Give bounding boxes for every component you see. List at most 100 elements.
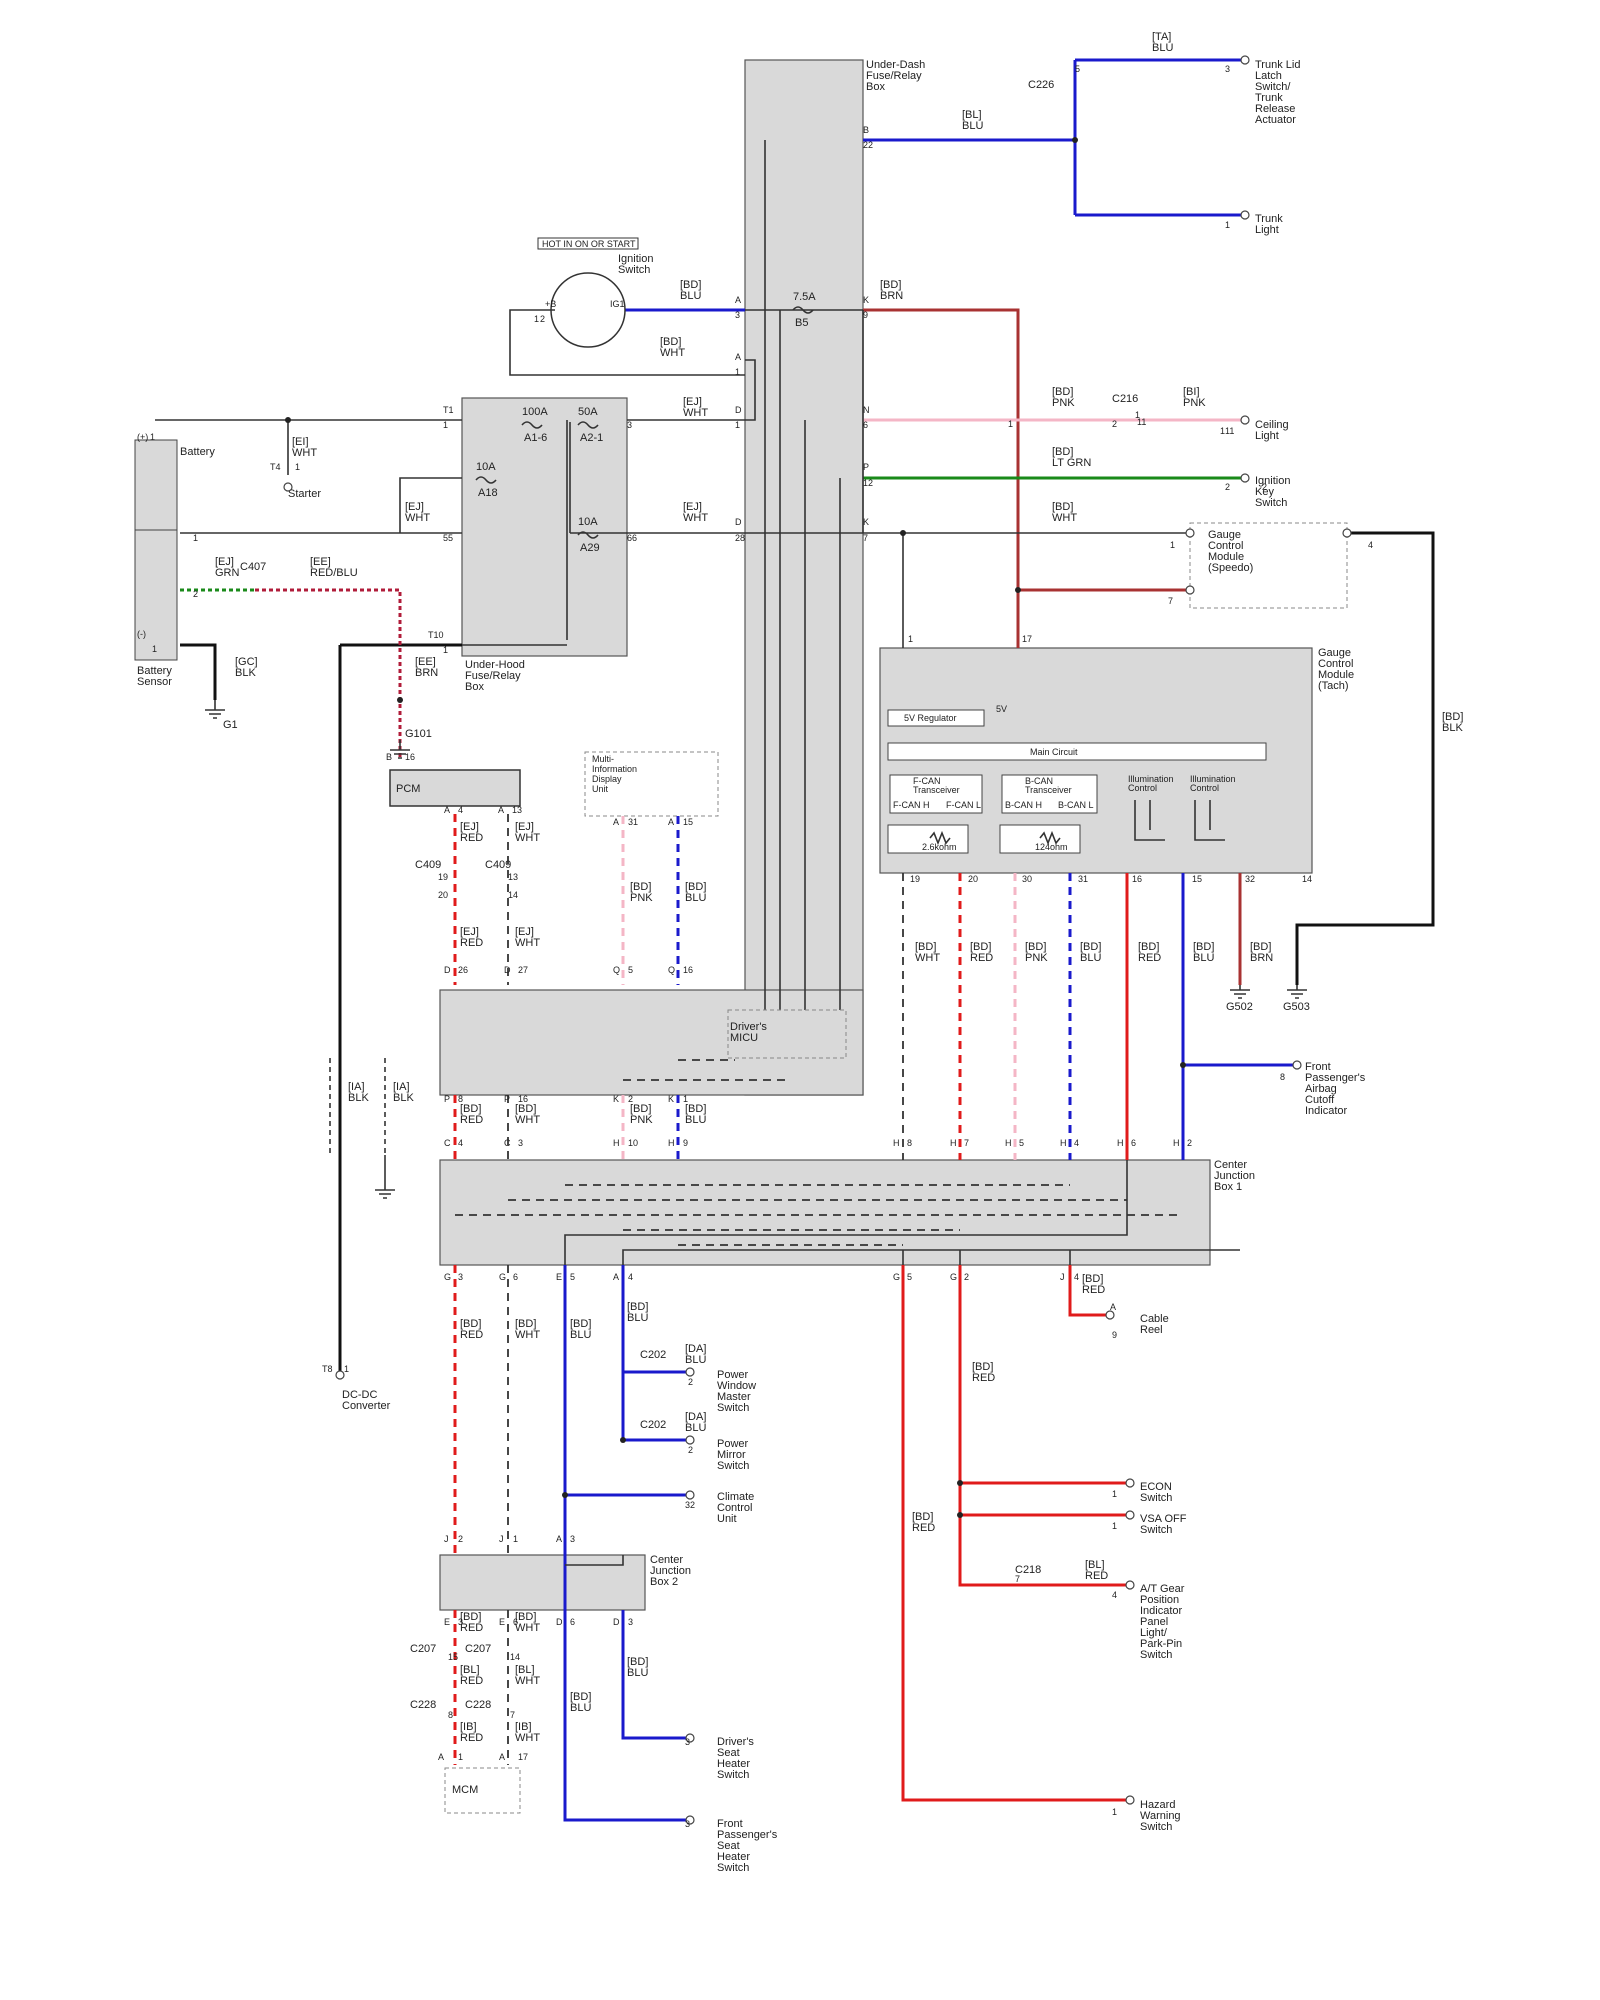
pin-label: (+) xyxy=(137,432,148,442)
pin-label: P xyxy=(504,1094,510,1104)
pin-label: 4 xyxy=(458,805,463,815)
pin-label: 1 xyxy=(1112,1807,1117,1817)
wire-blu-seat-heaters xyxy=(563,1610,690,1820)
pin-label: 1 xyxy=(1008,419,1013,429)
pin-label: G xyxy=(893,1272,900,1282)
wire-blk-ground xyxy=(180,643,462,1375)
econ-label: ECON Switch xyxy=(1140,1481,1175,1504)
pin-label: 20 xyxy=(438,890,448,900)
connector-id: C409 xyxy=(415,859,441,871)
wire-code-label: [BL] xyxy=(460,1664,480,1676)
wire-code-label: [IA] xyxy=(393,1081,410,1093)
wire-code-label: [DA] xyxy=(685,1343,706,1355)
pin-label: 2 xyxy=(193,589,198,599)
pin-label: K xyxy=(863,295,869,305)
connector-id: C202 xyxy=(640,1419,666,1431)
pin-label: D xyxy=(735,517,742,527)
pin-label: 7 xyxy=(863,533,868,543)
pin-label: 31 xyxy=(1078,874,1088,884)
wire-color-label: BLK xyxy=(348,1092,369,1104)
pin-label: 1 xyxy=(908,634,913,644)
battery-label: Battery xyxy=(180,446,215,458)
wire-color-label: BLU xyxy=(627,1312,648,1324)
pin-label: 4 xyxy=(628,1272,633,1282)
wire-blu-airbag xyxy=(1181,873,1297,1160)
wire-red-cable-reel xyxy=(1068,1265,1110,1317)
wire-code-label: [BD] xyxy=(1052,501,1073,513)
pin-label: 2 xyxy=(1225,482,1230,492)
pin-label: 1 xyxy=(152,644,157,654)
wire-red-hazard xyxy=(901,1265,1130,1802)
wire-code-label: [BD] xyxy=(1193,941,1214,953)
wire-color-label: WHT xyxy=(515,937,540,949)
wire-color-label: RED xyxy=(1138,952,1161,964)
dcdc-label: DC-DC Converter xyxy=(342,1389,391,1412)
wire-color-label: WHT xyxy=(915,952,940,964)
wire-color-label: BLU xyxy=(962,120,983,132)
wire-code-label: [BD] xyxy=(515,1611,536,1623)
bcan-l-pin: B-CAN L xyxy=(1058,800,1094,810)
pin-label: 3 xyxy=(685,1819,690,1829)
pin-label: 6 xyxy=(513,1272,518,1282)
wire-color-label: WHT xyxy=(515,1732,540,1744)
wire-color-label: BLK xyxy=(1442,722,1463,734)
wire-blk-g503 xyxy=(1295,531,1435,985)
wire-code-label: [BD] xyxy=(660,336,681,348)
ground-id: G1 xyxy=(223,719,238,731)
wire-code-label: [IA] xyxy=(348,1081,365,1093)
cjb1-label: Center Junction Box 1 xyxy=(1214,1159,1258,1193)
pin-label: C xyxy=(444,1138,451,1148)
wire-color-label: BLU xyxy=(570,1702,591,1714)
pin-label: 13 xyxy=(512,805,522,815)
fuse-id: A2-1 xyxy=(580,432,603,444)
pin-label: 1 xyxy=(1112,1489,1117,1499)
micu-label: Driver's MICU xyxy=(730,1021,770,1044)
fuse-symbol xyxy=(577,531,599,539)
pin-label: K xyxy=(668,1094,674,1104)
wire-code-label: [BL] xyxy=(962,109,982,121)
pin-label: A xyxy=(556,1534,562,1544)
bcan-h-pin: B-CAN H xyxy=(1005,800,1042,810)
wire-code-label: [EJ] xyxy=(215,556,234,568)
drivers-seat-heater-label: Driver's Seat Heater Switch xyxy=(717,1736,757,1781)
wire-code-label: [EJ] xyxy=(405,501,424,513)
pin-label: A xyxy=(499,1752,505,1762)
wire-color-label: BLU xyxy=(680,290,701,302)
pin-label: G xyxy=(499,1272,506,1282)
pin-label: 1 xyxy=(735,420,740,430)
wire-code-label: [IB] xyxy=(460,1721,477,1733)
connector-id: C207 xyxy=(410,1643,436,1655)
pin-label: E xyxy=(499,1617,505,1627)
ia-shield xyxy=(329,1058,386,1155)
wire-code-label: [BD] xyxy=(515,1103,536,1115)
pin-label: 66 xyxy=(627,533,637,543)
power-mirror-label: Power Mirror Switch xyxy=(717,1438,751,1472)
resistor-box-1 xyxy=(887,824,969,854)
wire-color-label: RED xyxy=(460,1675,483,1687)
wire-code-label: [BD] xyxy=(1082,1273,1103,1285)
pin-label: 16 xyxy=(1132,874,1142,884)
connector-id: C226 xyxy=(1028,79,1054,91)
junction-nodes xyxy=(285,137,1186,1518)
wire-color-label: LT GRN xyxy=(1052,457,1091,469)
resistor-1-label: 2.6kohm xyxy=(922,842,957,852)
fuse-id: A29 xyxy=(580,542,600,554)
pin-label: 7 xyxy=(510,1710,515,1720)
wire-code-label: [EI] xyxy=(292,436,309,448)
wire-color-label: PNK xyxy=(1052,397,1075,409)
wire-color-label: BLU xyxy=(570,1329,591,1341)
pin-label: 2 xyxy=(688,1377,693,1387)
pin-label: IG1 xyxy=(610,299,625,309)
wire-code-label: [EJ] xyxy=(683,396,702,408)
pin-label: 6 xyxy=(863,420,868,430)
wire-code-label: [BI] xyxy=(1183,386,1200,398)
pin-label: +B xyxy=(545,299,556,309)
wire-code-label: [BD] xyxy=(880,279,901,291)
pin-label: 1 xyxy=(735,367,740,377)
wire-code-label: [BD] xyxy=(460,1103,481,1115)
pin-label: 2 xyxy=(458,1534,463,1544)
under-dash-fuse-box xyxy=(744,59,864,1096)
pin-label: (-) xyxy=(137,629,146,639)
wire-color-label: BLU xyxy=(685,1114,706,1126)
